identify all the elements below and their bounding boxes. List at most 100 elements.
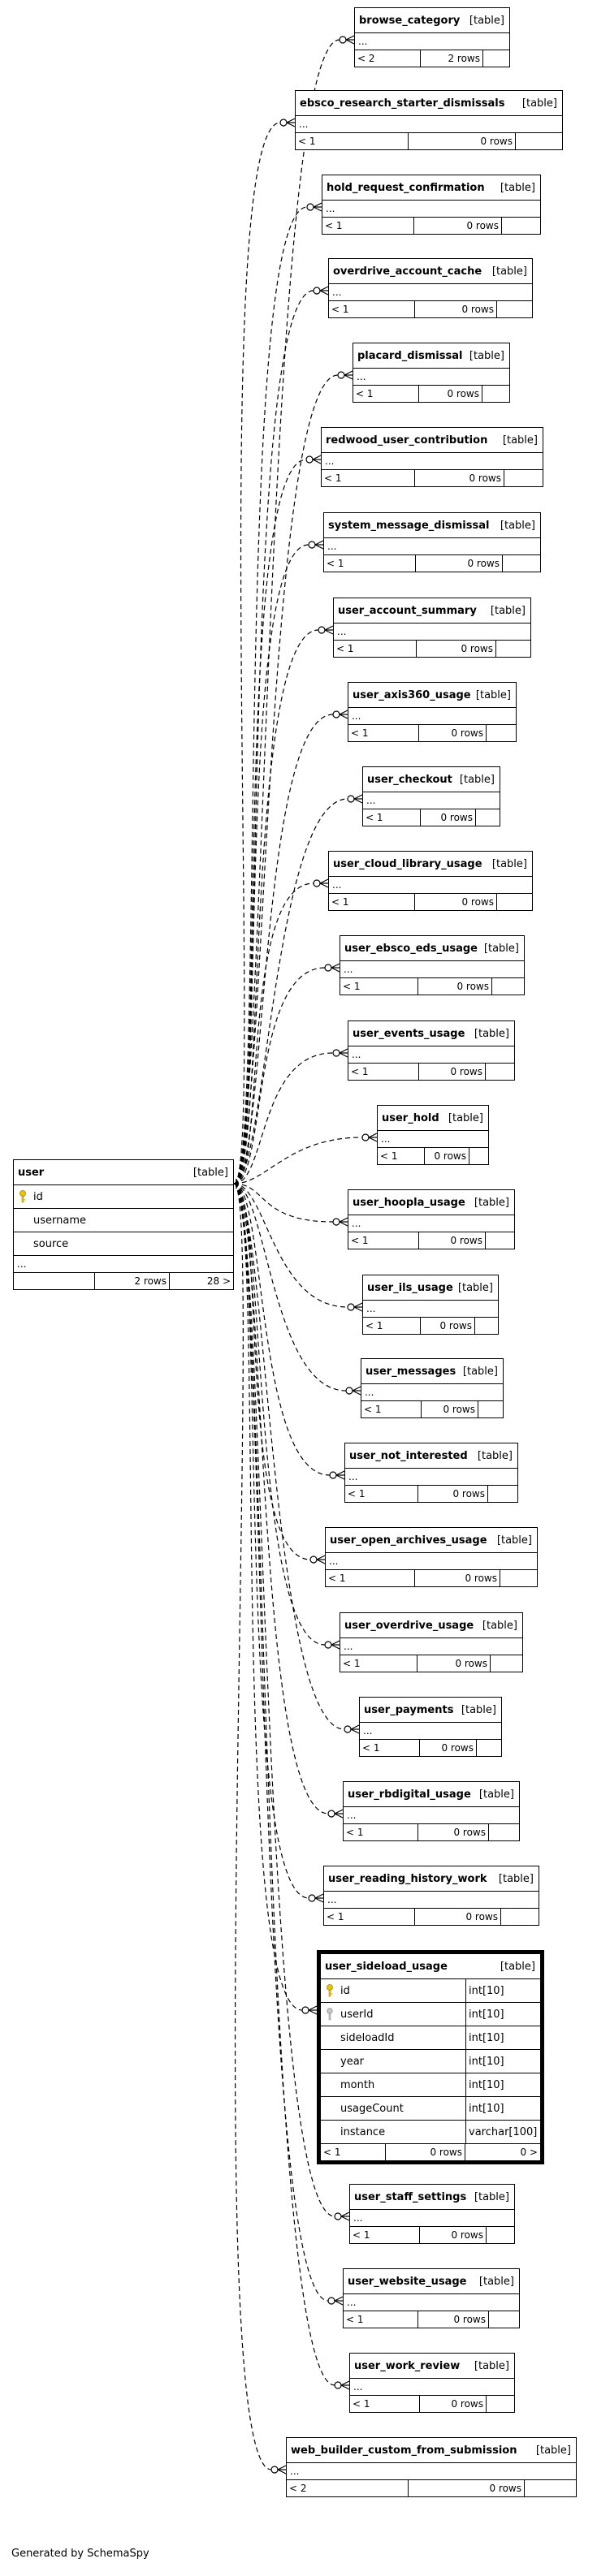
child-count[interactable]: 0 > [520, 2147, 538, 2158]
parent-count[interactable]: < 2 [287, 2480, 409, 2496]
parent-count[interactable]: < 1 [324, 1909, 415, 1925]
table-name[interactable]: user_website_usage [348, 2275, 467, 2288]
parent-count[interactable]: < 1 [340, 1655, 417, 1672]
table-ebsco-research-starter-dismissals[interactable]: ebsco_research_starter_dismissals[table]… [295, 90, 563, 150]
table-name[interactable]: user_ebsco_eds_usage [344, 942, 478, 955]
table-name[interactable]: user_work_review [354, 2359, 461, 2372]
parent-count[interactable]: < 1 [350, 2396, 420, 2412]
table-name[interactable]: redwood_user_contribution [326, 434, 488, 447]
table-name[interactable]: web_builder_custom_from_submission [291, 2444, 517, 2457]
parent-count[interactable]: < 1 [363, 809, 421, 826]
table-name[interactable]: user_axis360_usage [353, 688, 471, 701]
table-name[interactable]: overdrive_account_cache [333, 265, 482, 278]
table-name[interactable]: user_events_usage [353, 1027, 465, 1040]
table-name[interactable]: user_sideload_usage [325, 1960, 448, 1973]
table-name[interactable]: user_overdrive_usage [344, 1619, 474, 1632]
table-name[interactable]: hold_request_confirmation [327, 181, 485, 194]
parent-count[interactable]: < 1 [344, 2311, 418, 2328]
parent-count[interactable]: < 1 [334, 641, 417, 657]
table-name[interactable]: user_staff_settings [354, 2190, 467, 2203]
parent-count[interactable]: < 1 [329, 894, 415, 910]
parent-count[interactable]: < 1 [350, 2227, 420, 2243]
parent-count[interactable]: < 1 [360, 1740, 420, 1756]
column-row[interactable]: source [14, 1232, 233, 1256]
parent-count[interactable]: < 1 [296, 133, 409, 149]
column-row[interactable]: id [14, 1185, 233, 1209]
table-web-builder-custom-from-submission[interactable]: web_builder_custom_from_submission[table… [286, 2437, 577, 2497]
table-name[interactable]: user_messages [366, 1365, 456, 1378]
table-name[interactable]: user_ils_usage [367, 1281, 453, 1294]
table-name[interactable]: user_hold [382, 1111, 439, 1124]
parent-count[interactable]: < 1 [322, 470, 415, 486]
table-name[interactable]: browse_category [359, 14, 461, 27]
parent-count[interactable]: < 1 [322, 218, 414, 234]
parent-count[interactable]: < 1 [378, 1148, 425, 1164]
table-name[interactable]: user_payments [364, 1703, 454, 1716]
parent-count[interactable]: < 1 [321, 2144, 386, 2160]
parent-count[interactable]: < 1 [348, 725, 419, 741]
parent-count[interactable]: < 1 [324, 555, 416, 572]
parent-count[interactable]: < 1 [353, 386, 419, 402]
column-row[interactable]: username [14, 1209, 233, 1232]
parent-count[interactable]: < 1 [348, 1232, 419, 1249]
table-name[interactable]: user_rbdigital_usage [348, 1788, 471, 1801]
parent-count[interactable]: < 1 [361, 1401, 422, 1417]
table-name[interactable]: user_reading_history_work [328, 1872, 487, 1885]
table-name[interactable]: user [18, 1166, 45, 1179]
table-name[interactable]: ebsco_research_starter_dismissals [300, 97, 505, 110]
table-name[interactable]: user_not_interested [349, 1449, 468, 1462]
table-name[interactable]: user_open_archives_usage [330, 1534, 487, 1547]
parent-count[interactable]: < 1 [344, 1824, 418, 1840]
table-user[interactable]: user [table] id username source ... 2 ro… [13, 1159, 234, 1290]
child-count[interactable]: 28 > [206, 1275, 231, 1287]
table-name[interactable]: system_message_dismissal [328, 519, 490, 532]
parent-count[interactable]: < 2 [355, 50, 421, 67]
parent-count[interactable]: < 1 [326, 1570, 415, 1586]
table-name[interactable]: user_cloud_library_usage [333, 857, 482, 870]
table-name[interactable]: user_checkout [367, 773, 452, 786]
table-name[interactable]: user_account_summary [338, 604, 477, 617]
parent-count[interactable]: < 1 [348, 1064, 419, 1080]
parent-count[interactable]: < 1 [340, 978, 418, 995]
crowfoot-marker [352, 1386, 361, 1392]
table-name[interactable]: user_hoopla_usage [353, 1196, 465, 1209]
parent-count[interactable]: < 1 [363, 1318, 421, 1334]
table-name[interactable]: placard_dismissal [357, 349, 463, 362]
parent-count[interactable]: < 1 [345, 1486, 418, 1502]
parent-count[interactable]: < 1 [329, 301, 415, 317]
